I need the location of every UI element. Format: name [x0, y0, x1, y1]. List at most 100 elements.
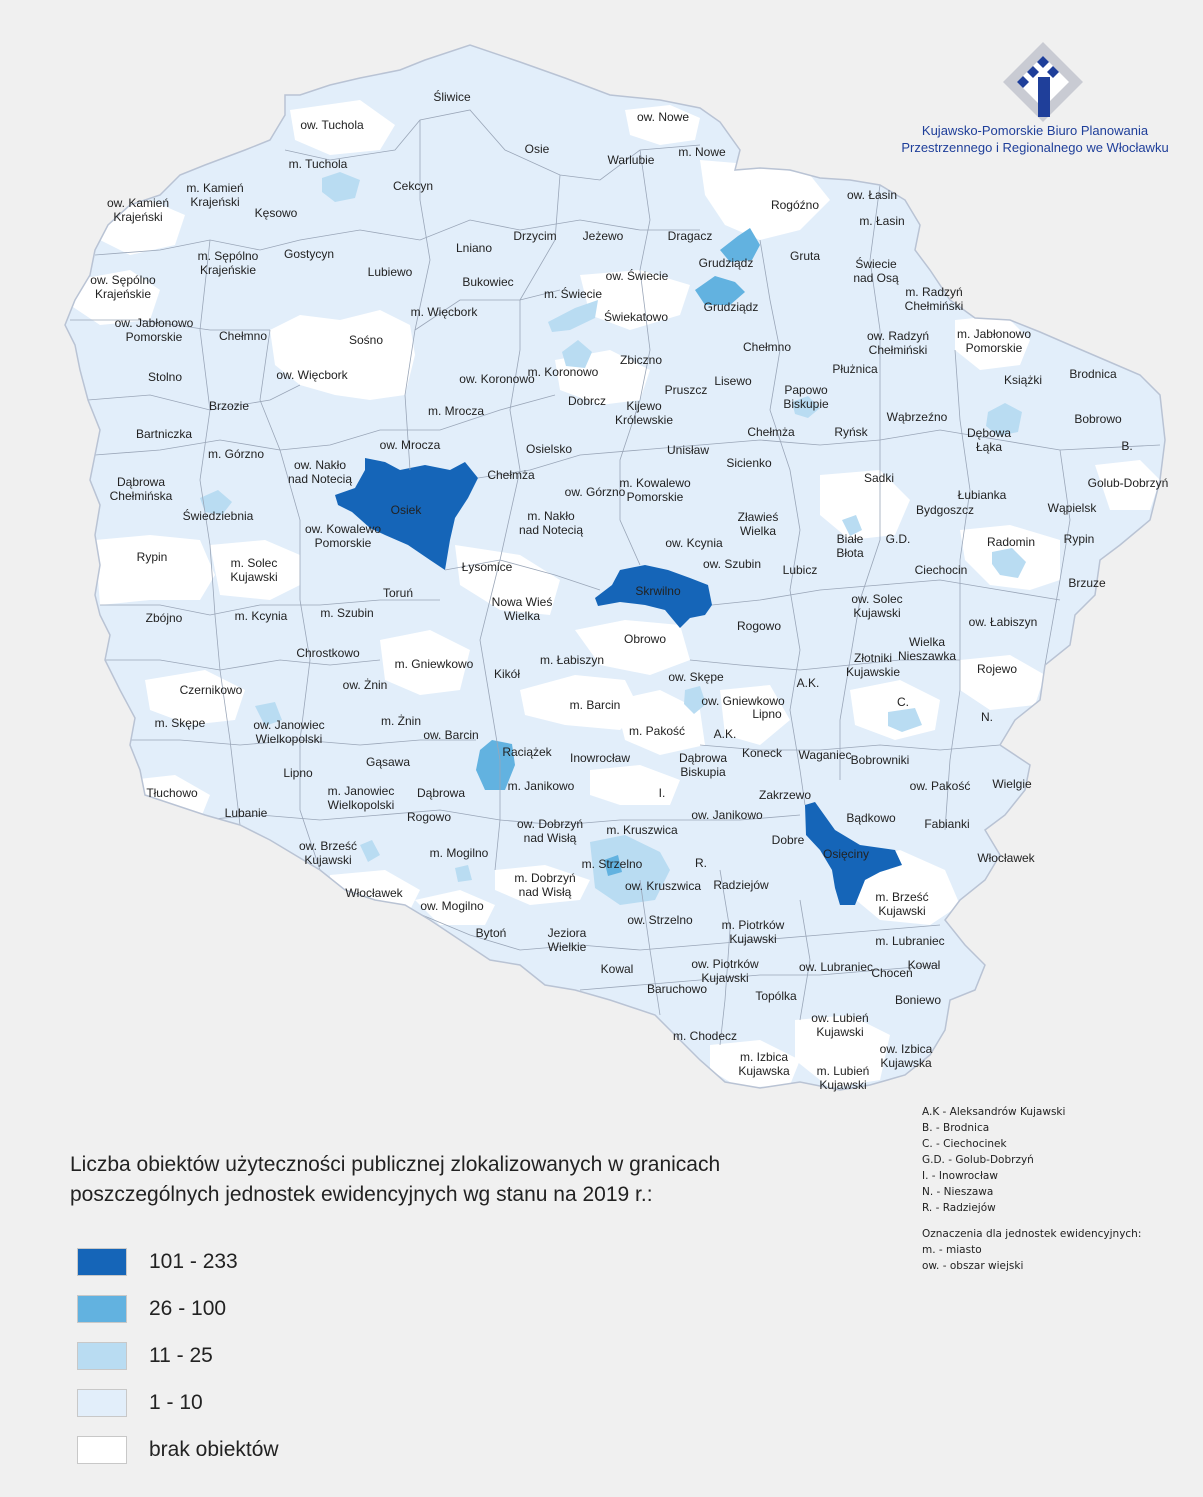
place-label: Golub-Dobrzyń [1088, 476, 1169, 490]
unit-chelmno-town [562, 340, 592, 368]
place-label: Rogowo [407, 810, 451, 824]
unit-zlotniki-area [380, 630, 470, 695]
unit-note-rural: ow. - obszar wiejski [922, 1260, 1024, 1272]
place-label: Grudziądz [699, 256, 754, 270]
place-label: Dragacz [668, 229, 713, 243]
place-label: Bobrowo [1074, 412, 1122, 426]
logo-text: Kujawsko-Pomorskie Biuro Planowania Prze… [900, 122, 1170, 156]
legend-label: 11 - 25 [149, 1343, 213, 1367]
legend-item: brak obiektów [77, 1426, 279, 1473]
place-label: Wąpielsk [1048, 501, 1098, 515]
place-label: ow. Więcbork [276, 368, 348, 382]
legend-swatch [77, 1294, 127, 1323]
place-label: m. Barcin [570, 698, 621, 712]
unit-strzelno-rural [415, 890, 495, 925]
unit-mogilno-town [360, 840, 380, 862]
logo-line-1: Kujawsko-Pomorskie Biuro Planowania [921, 123, 1149, 138]
unit-koronowo-rural [270, 310, 415, 400]
place-label: Radomin [987, 535, 1035, 549]
place-label: m. Żnin [381, 714, 421, 728]
abbr-4: G.D. - Golub-Dobrzyń [922, 1154, 1034, 1166]
place-label: Rypin [1064, 532, 1095, 546]
place-label: Dąbrowa [417, 786, 465, 800]
place-label: ow. Gniewkowo [701, 694, 785, 708]
place-label: Zbiczno [620, 353, 662, 367]
place-label: Cekcyn [393, 179, 433, 193]
place-label: ow. Szubin [703, 557, 761, 571]
abbreviation-list: A.K - Aleksandrów Kujawski B. - Brodnica… [922, 1104, 1141, 1274]
place-label: Czernikowo [180, 683, 243, 697]
place-label: Lubiewo [368, 265, 413, 279]
logo-line-2: Przestrzennego i Regionalnego we Włocław… [901, 140, 1169, 155]
place-label: m. Więcbork [411, 305, 479, 319]
legend-item: 26 - 100 [77, 1285, 279, 1332]
place-label: Brzuze [1068, 576, 1106, 590]
unit-zakrzewo-area [590, 765, 680, 805]
place-label: Warlubie [608, 153, 655, 167]
place-label: Chełmża [747, 425, 795, 439]
place-label: m. Koronowo [528, 365, 599, 379]
legend-item: 101 - 233 [77, 1238, 279, 1285]
place-label: Lipno [283, 766, 313, 780]
unit-notes-title: Oznaczenia dla jednostek ewidencyjnych: [922, 1228, 1142, 1240]
place-label: m. Janikowo [508, 779, 575, 793]
place-label: Skrwilno [635, 584, 681, 598]
unit-tuchola-rural [290, 100, 395, 155]
legend-swatch [77, 1247, 127, 1276]
place-label: Bydgoszcz [916, 503, 974, 517]
place-label: Chełmno [219, 329, 267, 343]
place-label: Unisław [667, 443, 709, 457]
abbr-3: C. - Ciechocinek [922, 1138, 1007, 1150]
place-label: m. Szubin [320, 606, 373, 620]
place-label: ow. Mogilno [420, 899, 484, 913]
place-label: Brzozie [209, 399, 249, 413]
abbr-6: N. - Nieszawa [922, 1186, 994, 1198]
place-label: Sośno [349, 333, 383, 347]
unit-gniewkowo-rural [520, 675, 640, 730]
legend-swatch [77, 1388, 127, 1417]
place-label: ow. Świecie [606, 268, 669, 283]
unit-lipno-town [888, 708, 922, 732]
unit-skepe-rural [960, 655, 1045, 710]
place-label: ow. Łasin [847, 188, 897, 202]
place-label: Włocławek [345, 886, 403, 900]
unit-grudziadz-north [700, 160, 830, 240]
unit-izbica-area [710, 1040, 800, 1088]
place-label: N. [981, 710, 993, 724]
place-label: Lisewo [714, 374, 752, 388]
place-label: ow. Skępe [668, 670, 724, 684]
place-label: R. [695, 856, 707, 870]
place-label: G.D. [886, 532, 911, 546]
legend-title-line-1: Liczba obiektów użyteczności publicznej … [70, 1153, 721, 1176]
legend-label: 1 - 10 [149, 1390, 203, 1414]
place-label: Gąsawa [366, 755, 410, 769]
place-label: Wielgie [992, 777, 1032, 791]
unit-kruszwica-rural [495, 865, 590, 905]
unit-radziejow-town [604, 855, 622, 876]
place-label: Pruszcz [665, 383, 708, 397]
place-label: Radziejów [713, 878, 769, 892]
place-label: Boniewo [895, 993, 941, 1007]
unit-boundaries [70, 109, 1161, 1046]
place-label: Gostycyn [284, 247, 334, 261]
place-label: m. Mrocza [428, 404, 484, 418]
unit-sepolno-area [70, 270, 160, 325]
unit-raciazek-area [720, 685, 790, 745]
place-label: Wąbrzeźno [887, 410, 948, 424]
